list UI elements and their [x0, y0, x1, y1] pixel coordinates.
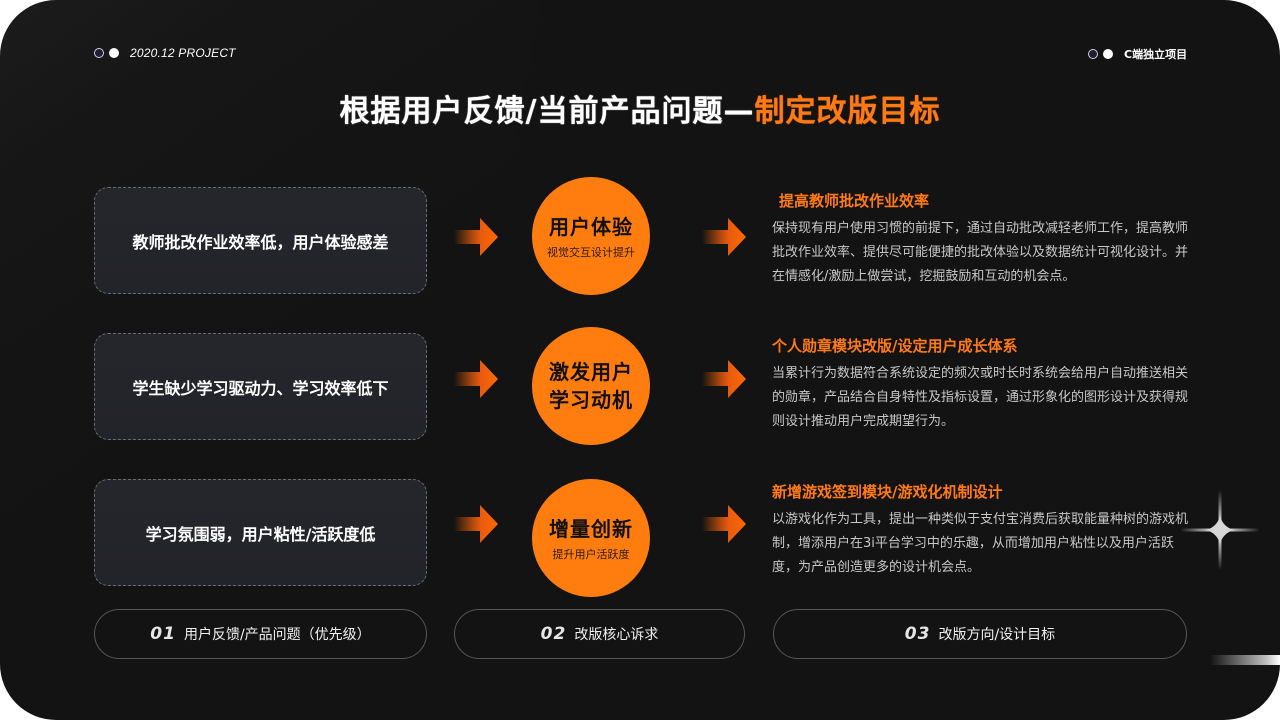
arrow-right-icon: [702, 505, 746, 543]
footer-label-2: 02 改版核心诉求: [454, 609, 745, 659]
goal-body: 当累计行为数据符合系统设定的频次或时长时系统会给用户自动推送相关的勋章，产品结合…: [772, 366, 1189, 429]
solid-dot-icon: [1103, 49, 1113, 59]
footer-number: 03: [904, 624, 931, 644]
circle-subtitle: 视觉交互设计提升: [547, 245, 635, 259]
problem-text: 学生缺少学习驱动力、学习效率低下: [132, 378, 389, 398]
sparkle-icon: [1180, 490, 1260, 570]
header-right: C端独立项目: [1088, 46, 1187, 62]
circle-title: 增量创新: [549, 516, 633, 541]
problem-box-3: 学习氛围弱，用户粘性/活跃度低: [94, 479, 427, 586]
goal-body: 以游戏化作为工具，提出一种类似于支付宝消费后获取能量种树的游戏机制，增添用户在3…: [772, 512, 1189, 575]
solid-dot-icon: [109, 48, 119, 58]
goal-heading: 个人勋章模块改版/设定用户成长体系: [772, 337, 1018, 355]
hollow-dot-icon: [1088, 49, 1098, 59]
footer-label-1: 01 用户反馈/产品问题（优先级）: [94, 609, 427, 659]
circle-title-line-2: 学习动机: [549, 388, 633, 412]
circle-title-line-1: 激发用户: [549, 360, 633, 384]
goal-block-1: 提高教师批改作业效率 保持现有用户使用习惯的前提下，通过自动批改减轻老师工作，提…: [772, 190, 1192, 289]
footer-number: 01: [150, 624, 176, 644]
problem-text: 教师批改作业效率低，用户体验感差: [132, 232, 389, 252]
page-title-main: 根据用户反馈/当前产品问题—: [339, 94, 755, 129]
goal-block-3: 新增游戏签到模块/游戏化机制设计 以游戏化作为工具，提出一种类似于支付宝消费后获…: [772, 481, 1192, 580]
arrow-right-icon: [454, 360, 498, 398]
core-need-circle-2: 激发用户 学习动机: [532, 327, 650, 445]
project-date-label: 2020.12 PROJECT: [130, 46, 236, 60]
core-need-circle-1: 用户体验 视觉交互设计提升: [532, 177, 650, 295]
arrow-right-icon: [454, 218, 498, 256]
hollow-dot-icon: [94, 48, 104, 58]
footer-label-3: 03 改版方向/设计目标: [773, 609, 1187, 659]
project-type-label: C端独立项目: [1124, 48, 1188, 61]
page-title-accent: 制定改版目标: [754, 94, 941, 129]
goal-block-2: 个人勋章模块改版/设定用户成长体系 当累计行为数据符合系统设定的频次或时长时系统…: [772, 335, 1192, 434]
problem-box-1: 教师批改作业效率低，用户体验感差: [94, 187, 427, 294]
core-need-circle-3: 增量创新 提升用户活跃度: [532, 479, 650, 597]
footer-text: 改版方向/设计目标: [938, 627, 1056, 643]
page-title: 根据用户反馈/当前产品问题—制定改版目标: [0, 86, 1280, 130]
footer-text: 用户反馈/产品问题（优先级）: [183, 627, 371, 643]
footer-number: 02: [540, 624, 567, 644]
problem-text: 学习氛围弱，用户粘性/活跃度低: [145, 524, 376, 544]
circle-title: 用户体验: [549, 214, 633, 239]
arrow-right-icon: [702, 218, 746, 256]
arrow-right-icon: [454, 505, 498, 543]
corner-notch: [1240, 600, 1280, 660]
header-left: 2020.12 PROJECT: [94, 46, 236, 60]
circle-subtitle: 提升用户活跃度: [552, 547, 630, 561]
footer-text: 改版核心诉求: [574, 627, 659, 643]
goal-heading: 提高教师批改作业效率: [779, 192, 930, 210]
corner-highlight: [1210, 655, 1280, 665]
arrow-right-icon: [702, 360, 746, 398]
goal-body: 保持现有用户使用习惯的前提下，通过自动批改减轻老师工作，提高教师批改作业效率、提…: [772, 221, 1189, 284]
goal-heading: 新增游戏签到模块/游戏化机制设计: [772, 483, 1003, 501]
problem-box-2: 学生缺少学习驱动力、学习效率低下: [94, 333, 427, 440]
